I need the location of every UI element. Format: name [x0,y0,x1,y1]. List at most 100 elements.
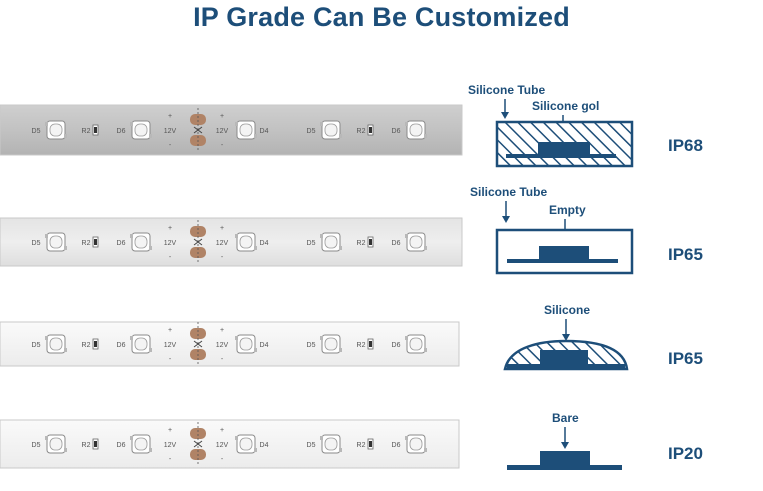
label-12v: 12V [216,442,229,449]
led-chip [405,120,427,140]
label-d5: D5 [32,240,41,247]
ip65-tube-diagram: Silicone Tube Empty IP65 [470,185,703,275]
led-chip [235,232,257,252]
resistor [367,236,374,248]
label-r2: R2 [357,342,366,349]
label-d6: D6 [117,240,126,247]
led-chip [235,434,257,454]
label-d4: D4 [260,240,269,247]
led-chip [235,120,257,140]
label-minus: - [169,456,172,463]
label-r2: R2 [82,240,91,247]
label-minus: - [221,142,224,149]
label-d6: D6 [392,128,401,135]
callout-silicone-tube-1: Silicone Tube [468,83,545,97]
label-d6: D6 [117,342,126,349]
label-d5: D5 [32,442,41,449]
led-chip [130,120,152,140]
label-minus: - [221,356,224,363]
led-chip [235,334,257,354]
led-chip [320,120,342,140]
label-d6: D6 [117,128,126,135]
label-12v: 12V [164,240,177,247]
resistor [92,338,99,350]
grade-ip65-tube: IP65 [668,245,703,264]
grade-ip20: IP20 [668,444,703,463]
label-minus: - [169,142,172,149]
cut-pads [190,108,206,152]
callout-bare: Bare [552,411,579,425]
label-plus: + [220,427,224,434]
label-d5: D5 [32,128,41,135]
led-chip [45,232,67,252]
label-d6: D6 [117,442,126,449]
cut-pads [190,422,206,466]
label-plus: + [168,225,172,232]
led-chip [405,334,427,354]
label-plus: + [220,225,224,232]
resistor [367,338,374,350]
led-chip [320,434,342,454]
label-d4: D4 [260,442,269,449]
callout-silicone-gol: Silicone gol [532,99,599,113]
led-chip [45,434,67,454]
label-r2: R2 [357,442,366,449]
label-d5: D5 [307,240,316,247]
led-chip [405,434,427,454]
resistor [367,438,374,450]
label-d4: D4 [260,342,269,349]
label-r2: R2 [82,442,91,449]
ip68-diagram: Silicone Tube Silicone gol IP68 [468,83,703,168]
label-12v: 12V [216,128,229,135]
label-12v: 12V [164,342,177,349]
label-d5: D5 [307,442,316,449]
label-12v: 12V [164,442,177,449]
callout-empty: Empty [549,203,586,217]
led-chip [130,334,152,354]
label-d6: D6 [392,240,401,247]
page-title: IP Grade Can Be Customized [193,2,570,32]
ip65-glue-diagram: Silicone IP65 [503,303,703,371]
label-plus: + [220,113,224,120]
label-r2: R2 [82,342,91,349]
callout-silicone: Silicone [544,303,590,317]
label-d4: D4 [260,128,269,135]
label-12v: 12V [216,240,229,247]
label-12v: 12V [216,342,229,349]
led-chip [45,120,67,140]
label-r2: R2 [82,128,91,135]
grade-ip68: IP68 [668,136,703,155]
label-d5: D5 [32,342,41,349]
label-minus: - [169,254,172,261]
label-d6: D6 [392,342,401,349]
resistor [92,236,99,248]
led-chip [130,434,152,454]
resistor [92,124,99,136]
label-d6: D6 [392,442,401,449]
cut-pads [190,220,206,264]
label-plus: + [220,327,224,334]
led-chip [45,334,67,354]
led-chip [130,232,152,252]
led-chip [320,334,342,354]
ip20-diagram: Bare IP20 [507,411,703,470]
led-chip [320,232,342,252]
label-d5: D5 [307,342,316,349]
strip-ip65-tube: D5 R2 D6 +12V - +12V - D4 D5 R2 D6 [0,217,463,267]
label-d5: D5 [307,128,316,135]
label-r2: R2 [357,240,366,247]
label-minus: - [221,456,224,463]
cut-pads [190,322,206,366]
label-minus: - [221,254,224,261]
label-plus: + [168,427,172,434]
label-12v: 12V [164,128,177,135]
grade-ip65-glue: IP65 [668,349,703,368]
callout-silicone-tube-2: Silicone Tube [470,185,547,199]
resistor [367,124,374,136]
strip-ip20: D5 R2 D6 +12V - +12V - D4 D5 R2 D6 [0,419,460,469]
resistor [92,438,99,450]
label-plus: + [168,113,172,120]
